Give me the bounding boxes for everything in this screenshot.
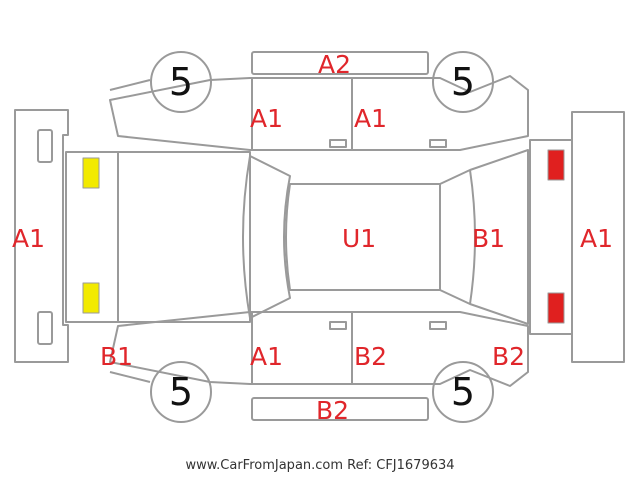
- label-roof: U1: [342, 224, 377, 253]
- label-roof-top: A2: [318, 50, 352, 79]
- label-rear-left-door: A1: [354, 104, 388, 133]
- roof-top-bar: [251, 51, 429, 75]
- tire-bottom-right: [432, 361, 494, 423]
- bottom-side-outline: [109, 311, 529, 387]
- footer-reference: www.CarFromJapan.com Ref: CFJ1679634: [185, 458, 455, 473]
- label-rear-window: B1: [472, 224, 506, 253]
- label-roof-bottom: B2: [316, 396, 350, 425]
- label-rear-quarter: B2: [492, 342, 526, 371]
- label-rear-bumper: A1: [580, 224, 614, 253]
- rear-light-top-marker: [547, 149, 565, 181]
- front-bumper-slot-bottom: [37, 311, 53, 345]
- rear-window-outline: [439, 169, 476, 305]
- tire-bottom-right-grade: 5: [451, 370, 475, 414]
- front-bumper-outline: [14, 109, 69, 363]
- tire-top-left-grade: 5: [169, 60, 193, 104]
- label-rear-right-door: B2: [354, 342, 388, 371]
- rear-bumper-outer: [571, 111, 625, 363]
- windshield-outline: [242, 155, 291, 319]
- label-front-right-door: A1: [250, 342, 284, 371]
- label-front-left-door: A1: [250, 104, 284, 133]
- front-bumper-slot-top: [37, 129, 53, 163]
- top-side-outline: [109, 75, 529, 151]
- roof-outline: [285, 183, 441, 291]
- tire-top-right: [432, 51, 494, 113]
- tire-bottom-left: [150, 361, 212, 423]
- rear-hatch-outline: [469, 149, 529, 325]
- tire-top-left: [150, 51, 212, 113]
- roof-bottom-bar: [251, 397, 429, 421]
- label-front-right-corner: B1: [100, 342, 134, 371]
- tire-bottom-left-grade: 5: [169, 370, 193, 414]
- label-front-bumper: A1: [12, 224, 46, 253]
- rear-light-bottom-marker: [547, 292, 565, 324]
- hood-outline: [118, 151, 251, 323]
- tire-top-right-grade: 5: [451, 60, 475, 104]
- front-light-bottom-marker: [82, 282, 100, 314]
- front-light-top-marker: [82, 157, 100, 189]
